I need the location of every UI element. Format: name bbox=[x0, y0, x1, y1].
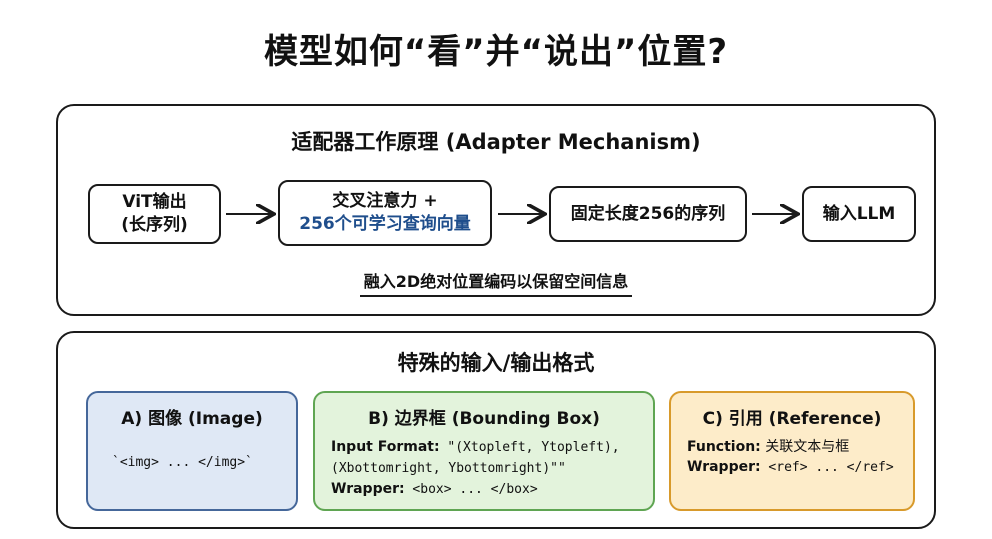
reference-wrapper-value: <ref> ... </ref> bbox=[760, 460, 894, 475]
node-llm-input-label: 输入LLM bbox=[822, 203, 896, 224]
bbox-wrapper-value: <box> ... </box> bbox=[404, 482, 538, 497]
page-title: 模型如何“看”并“说出”位置? bbox=[263, 32, 729, 72]
node-llm-input: 输入LLM bbox=[802, 186, 916, 242]
node-cross-attention-line1: 交叉注意力 + bbox=[332, 191, 438, 212]
node-vit-output: ViT输出 (长序列) bbox=[88, 184, 221, 244]
reference-function-value: 关联文本与框 bbox=[760, 439, 850, 455]
image-format-card: A) 图像 (Image) `<img> ... </img>` bbox=[86, 391, 298, 511]
node-vit-output-line1: ViT输出 bbox=[122, 192, 187, 213]
adapter-panel-title: 适配器工作原理 (Adapter Mechanism) bbox=[291, 130, 701, 154]
bbox-wrapper-key: Wrapper: bbox=[331, 481, 405, 497]
reference-wrapper-key: Wrapper: bbox=[687, 459, 761, 475]
node-fixed-sequence-label: 固定长度256的序列 bbox=[570, 203, 726, 224]
reference-function-key: Function: bbox=[687, 439, 761, 455]
node-fixed-sequence: 固定长度256的序列 bbox=[549, 186, 747, 242]
node-vit-output-line2: (长序列) bbox=[121, 215, 188, 235]
image-card-code: `<img> ... </img>` bbox=[112, 455, 253, 470]
reference-format-card: C) 引用 (Reference) Function: 关联文本与框 Wrappe… bbox=[669, 391, 915, 511]
position-encoding-note-text: 融入2D绝对位置编码以保留空间信息 bbox=[359, 272, 633, 297]
node-cross-attention: 交叉注意力 + 256个可学习查询向量 bbox=[278, 180, 492, 246]
bbox-card-body: Input Format: "(Xtopleft, Ytopleft), (Xbo… bbox=[331, 437, 645, 500]
bbox-input-format-value-2: (Xbottomright, Ybottomright)"" bbox=[331, 461, 566, 476]
node-cross-attention-line2: 256个可学习查询向量 bbox=[299, 214, 471, 234]
position-encoding-note: 融入2D绝对位置编码以保留空间信息 bbox=[58, 268, 934, 297]
bbox-format-card: B) 边界框 (Bounding Box) Input Format: "(Xt… bbox=[313, 391, 655, 511]
bbox-card-title: B) 边界框 (Bounding Box) bbox=[368, 409, 600, 429]
reference-card-body: Function: 关联文本与框 Wrapper: <ref> ... </ref… bbox=[687, 437, 905, 478]
bbox-input-format-key: Input Format: bbox=[331, 439, 440, 455]
reference-card-title: C) 引用 (Reference) bbox=[702, 409, 882, 429]
bbox-input-format-value-1: "(Xtopleft, Ytopleft), bbox=[439, 440, 620, 455]
formats-panel: 特殊的输入/输出格式 A) 图像 (Image) `<img> ... </im… bbox=[56, 331, 936, 529]
image-card-title: A) 图像 (Image) bbox=[121, 409, 263, 429]
formats-panel-title: 特殊的输入/输出格式 bbox=[397, 351, 595, 375]
adapter-panel: 适配器工作原理 (Adapter Mechanism) ViT输出 (长序列) … bbox=[56, 104, 936, 316]
